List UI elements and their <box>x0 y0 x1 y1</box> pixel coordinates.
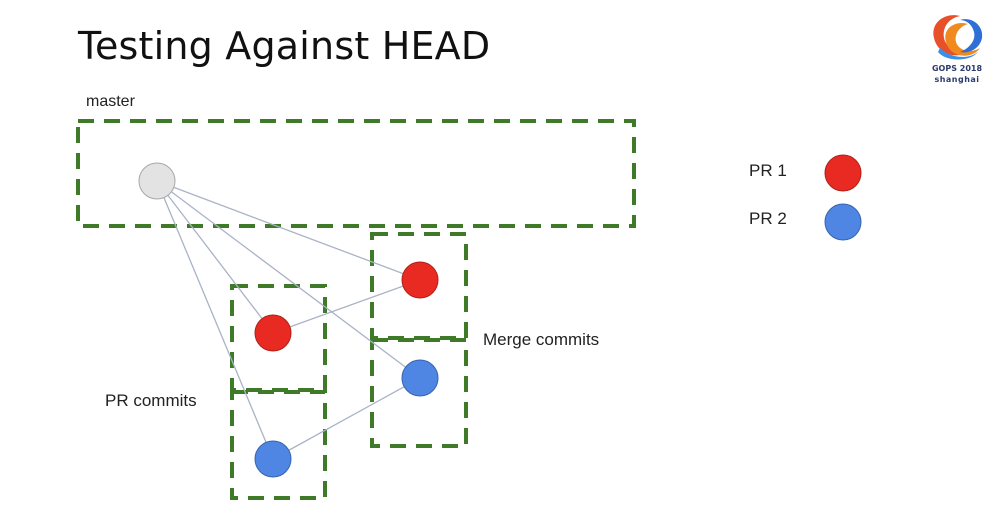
pr-commits-box-pr2 <box>230 390 327 500</box>
logo-text-city: shanghai <box>934 75 980 84</box>
edge-pr1-commit-to-merge <box>272 279 421 334</box>
legend-pr1-label: PR 1 <box>749 161 787 180</box>
master-box <box>76 119 636 228</box>
pr-commits-box-pr1 <box>230 284 327 392</box>
master-commit-node <box>138 162 176 200</box>
pr2-commit-node <box>254 440 292 478</box>
pr2-merge-node <box>401 359 439 397</box>
gops-logo-icon <box>933 15 983 60</box>
merge-commits-label: Merge commits <box>483 330 600 349</box>
merge-commits-box-pr1 <box>370 232 468 340</box>
merge-commits-box-pr2 <box>370 338 468 448</box>
edge-master-to-pr2-merge <box>156 180 421 379</box>
edge-master-to-pr1-commit <box>156 180 274 334</box>
legend-pr1-dot <box>824 154 862 192</box>
pr-commits-label: PR commits <box>105 391 197 410</box>
legend-pr2-dot <box>824 203 862 241</box>
pr1-commit-node <box>254 314 292 352</box>
edge-master-to-pr1-merge <box>156 180 421 281</box>
edge-pr2-commit-to-merge <box>272 377 421 460</box>
slide-title: Testing Against HEAD <box>78 24 491 68</box>
pr1-merge-node <box>401 261 439 299</box>
master-label: master <box>86 93 135 110</box>
legend-pr2-label: PR 2 <box>749 209 787 228</box>
gops-logo: GOPS 2018 shanghai <box>920 8 994 96</box>
edge-master-to-pr2-commit <box>156 180 274 460</box>
logo-text-gops: GOPS 2018 <box>931 64 983 73</box>
